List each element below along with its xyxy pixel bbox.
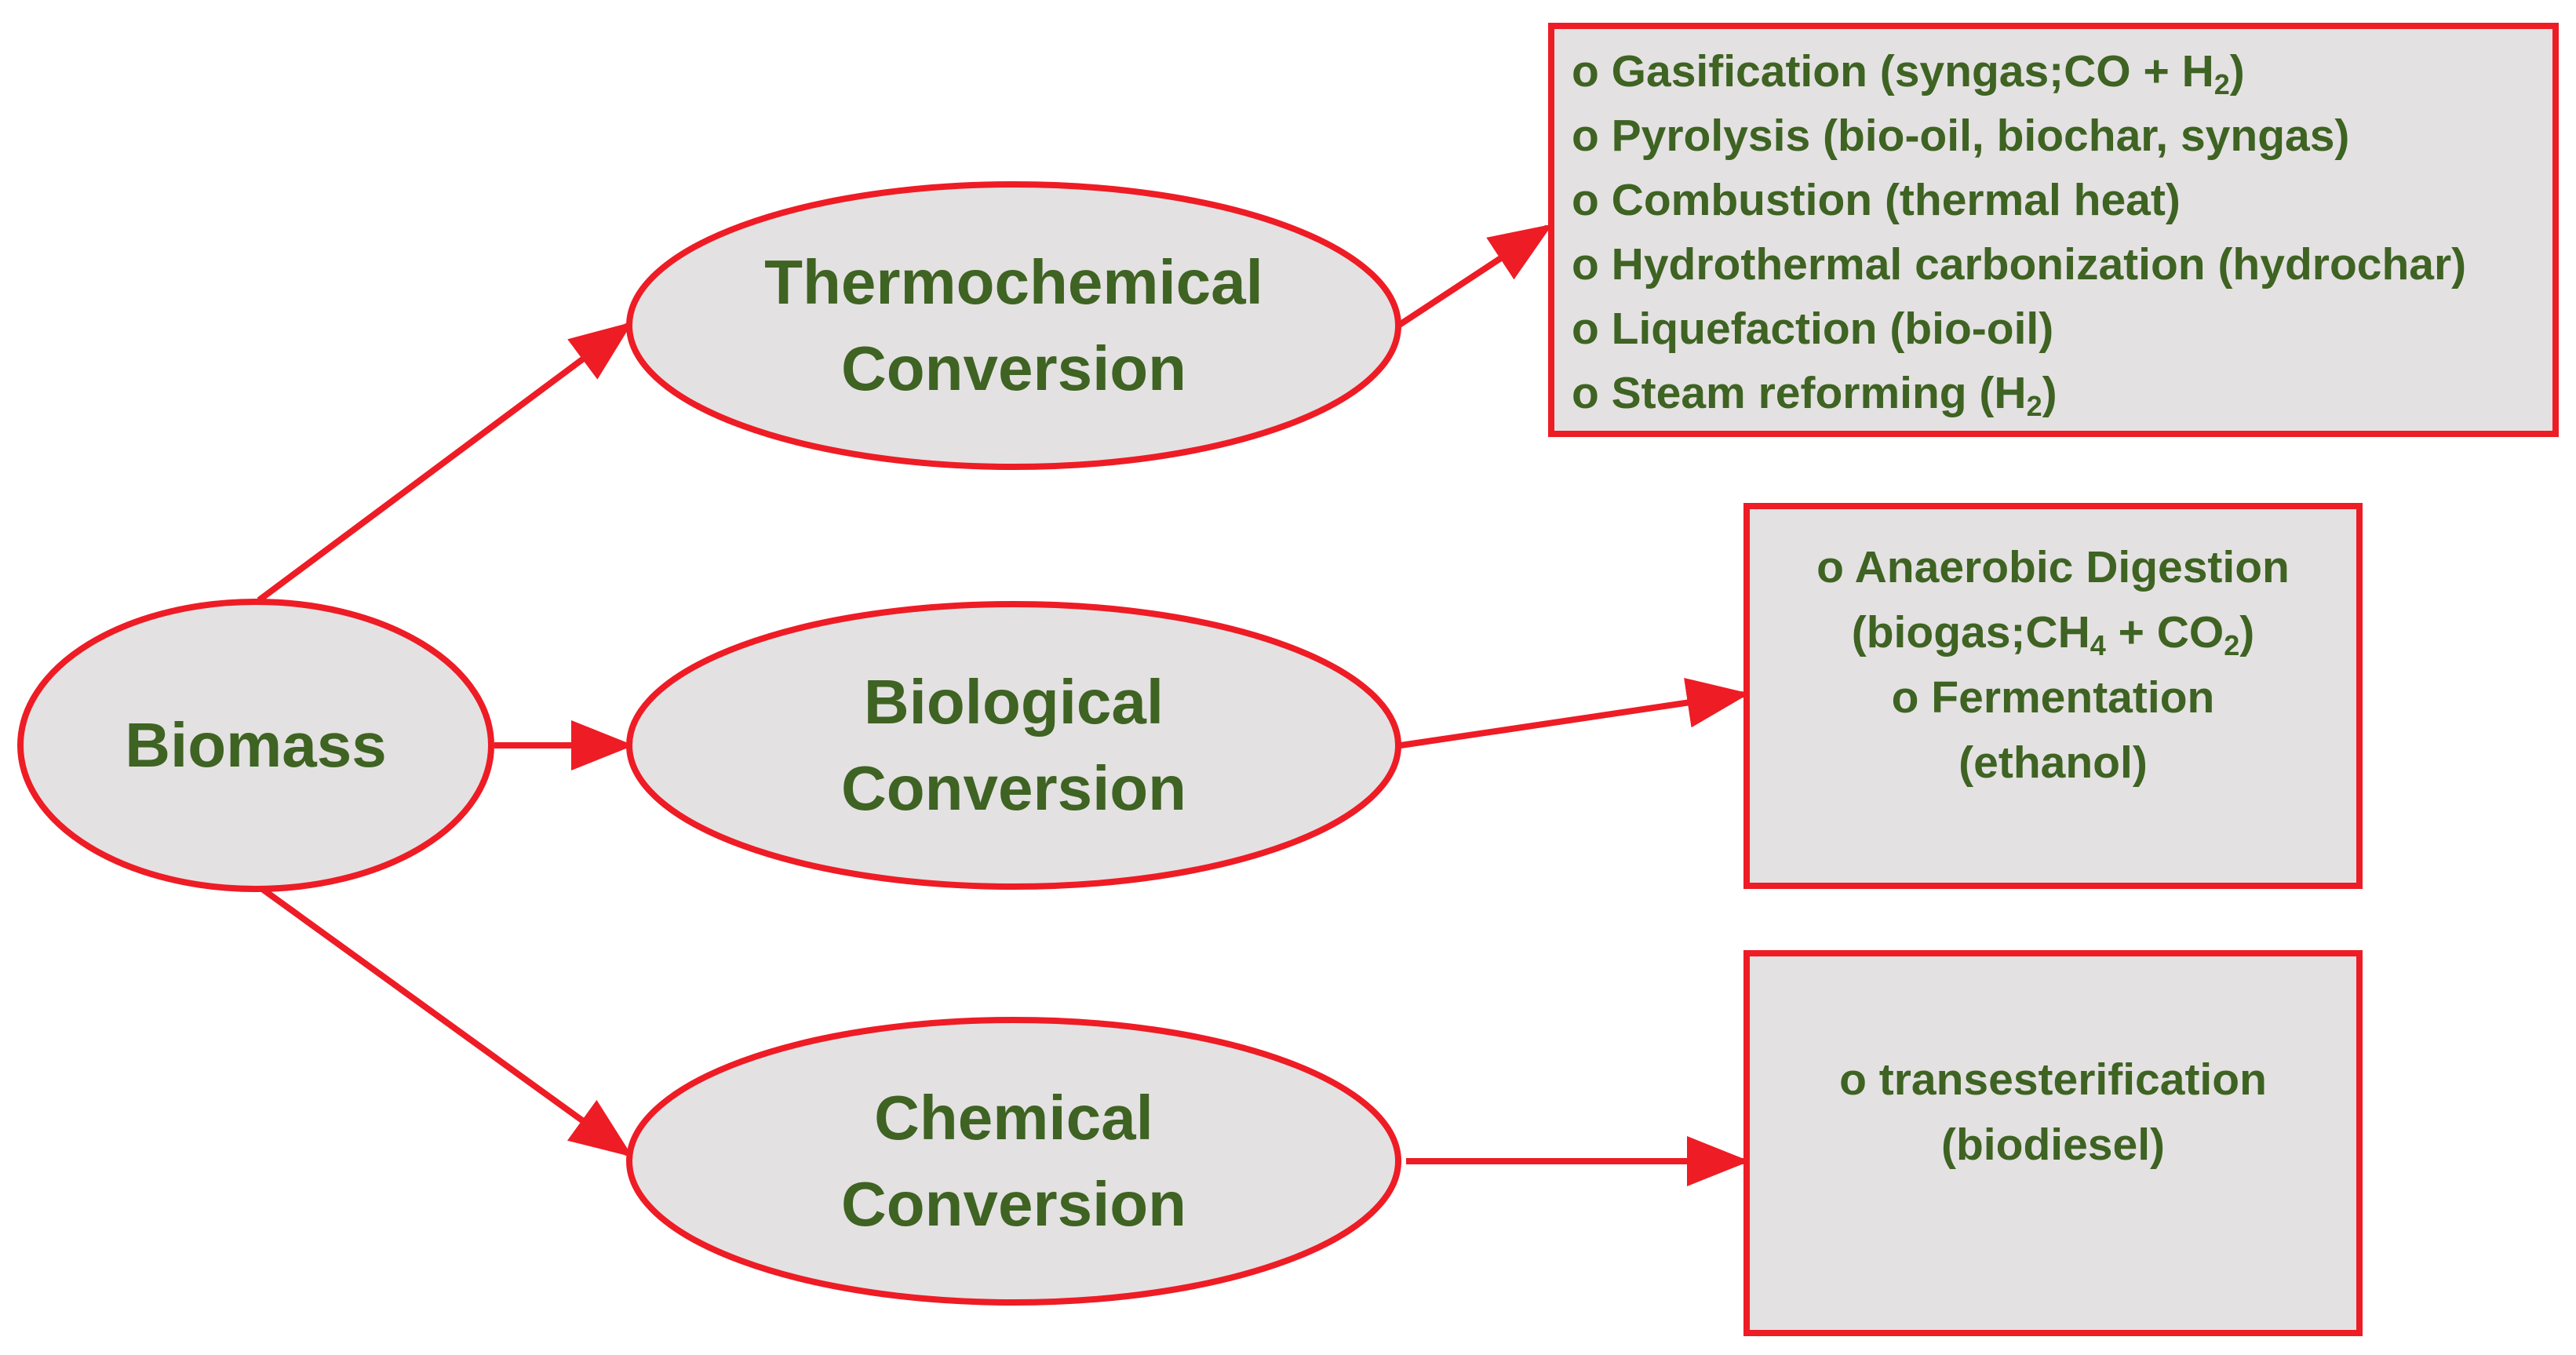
arrow-biomass-to-chemical (257, 883, 633, 1157)
list-item: o Gasification (syngas;CO + H2) (1572, 46, 2245, 100)
arrow-biological-to-box (1400, 677, 1750, 749)
list-item-detail: (ethanol) (1958, 738, 2148, 788)
chemical-products-box (1743, 950, 2363, 1336)
biological-conversion-label: Biological Conversion (629, 604, 1398, 887)
chemical-line2: Conversion (840, 1169, 1187, 1239)
list-item: o Hydrothermal carbonization (hydrochar) (1572, 239, 2467, 290)
biomass-label: Biomass (20, 602, 491, 889)
chemical-conversion-node (626, 1017, 1401, 1306)
thermochemical-line1: Thermochemical (764, 247, 1263, 317)
arrow-thermochemical-to-box (1396, 224, 1553, 329)
list-item: o Combustion (thermal heat) (1572, 175, 2181, 225)
arrow-biomass-to-thermochemical (257, 322, 633, 603)
list-item: o Fermentation (1891, 672, 2215, 723)
list-item: o Liquefaction (bio-oil) (1572, 304, 2054, 354)
chemical-products-list: o transesterification (biodiesel) (1747, 1047, 2359, 1178)
chemical-conversion-label: Chemical Conversion (629, 1020, 1398, 1302)
thermochemical-line2: Conversion (840, 333, 1187, 403)
list-item: o transesterification (1839, 1054, 2267, 1105)
thermochemical-conversion-node (626, 181, 1401, 470)
thermochemical-products-list: o Gasification (syngas;CO + H2) o Pyroly… (1572, 39, 2466, 425)
biological-line1: Biological (863, 667, 1164, 737)
thermochemical-conversion-label: Thermochemical Conversion (629, 184, 1398, 467)
list-item-detail: (biogas;CH4 + CO2) (1851, 607, 2255, 661)
biological-products-box (1743, 503, 2363, 889)
chemical-line1: Chemical (874, 1083, 1153, 1153)
list-item: o Steam reforming (H2) (1572, 368, 2057, 422)
biomass-text: Biomass (125, 710, 387, 780)
biomass-node (17, 599, 494, 892)
list-item: o Pyrolysis (bio-oil, biochar, syngas) (1572, 111, 2350, 161)
list-item: o Anaerobic Digestion (1816, 542, 2290, 592)
biological-line2: Conversion (840, 753, 1187, 823)
thermochemical-products-box (1548, 23, 2559, 437)
list-item-detail: (biodiesel) (1940, 1120, 2166, 1170)
biological-products-list: o Anaerobic Digestion (biogas;CH4 + CO2)… (1747, 535, 2359, 796)
biological-conversion-node (626, 601, 1401, 890)
